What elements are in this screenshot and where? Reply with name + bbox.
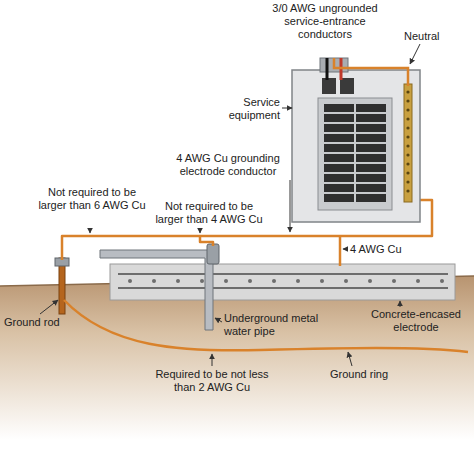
rebar (118, 274, 448, 288)
terminal-screw (406, 171, 409, 174)
branch-breaker (324, 104, 354, 112)
rebar-tie (344, 279, 348, 283)
terminal-screw (406, 108, 409, 111)
rebar-tie (440, 279, 444, 283)
rebar-tie (368, 279, 372, 283)
leader-line (410, 44, 420, 64)
branch-breaker (324, 174, 354, 182)
neutral-bar-screws (406, 90, 409, 192)
terminal-screw (406, 90, 409, 93)
rebar-tie (224, 279, 228, 283)
leader-line (90, 228, 91, 233)
branch-breaker (356, 104, 386, 112)
rebar-tie (152, 279, 156, 283)
branch-breaker (356, 164, 386, 172)
callout-label: Concrete-encased electrode (366, 308, 466, 334)
rebar-tie (320, 279, 324, 283)
leader-line (343, 249, 347, 250)
leader-line (200, 228, 201, 233)
leader-line (212, 354, 213, 366)
branch-breaker (324, 184, 354, 192)
terminal-screw (406, 117, 409, 120)
water-pipe-bond (200, 236, 213, 246)
callout-label: 3/0 AWG ungrounded service-entrance cond… (270, 2, 380, 41)
rebar-tie (416, 279, 420, 283)
rebar-tie (296, 279, 300, 283)
service-panel (292, 70, 420, 222)
terminal-screw (406, 99, 409, 102)
terminal-screw (406, 126, 409, 129)
leader-line (282, 108, 292, 109)
branch-breaker (356, 144, 386, 152)
dead-front (318, 98, 392, 210)
callout-label: Ground ring (330, 368, 410, 381)
callout-label: 4 AWG Cu (350, 243, 420, 256)
leader-line (400, 301, 401, 307)
rebar-bar (118, 273, 448, 275)
branch-breaker (356, 154, 386, 162)
branch-breaker (356, 194, 386, 202)
branch-breakers (324, 104, 386, 202)
callout-label: Underground metal water pipe (224, 312, 320, 338)
callout-label: Ground rod (4, 316, 64, 329)
callout-label: Not required to be larger than 4 AWG Cu (150, 200, 268, 226)
neutral-conductor (334, 58, 408, 86)
terminal-screw (406, 135, 409, 138)
branch-breaker (356, 174, 386, 182)
rebar-tie (176, 279, 180, 283)
branch-breaker (356, 134, 386, 142)
copper-conductors (62, 200, 468, 352)
leader-line (290, 180, 291, 232)
branch-breaker (356, 184, 386, 192)
main-breaker (322, 78, 336, 94)
leader-line (40, 300, 58, 314)
rebar-tie (200, 279, 204, 283)
terminal-screw (406, 162, 409, 165)
rebar-tie (392, 279, 396, 283)
ungrounded-conductor (326, 58, 329, 80)
rebar-tie (248, 279, 252, 283)
callout-label: 4 AWG Cu grounding electrode conductor (168, 152, 288, 178)
branch-breaker (324, 164, 354, 172)
concrete-electrode-bond (339, 236, 342, 266)
leader-line (348, 352, 352, 366)
callout-label: Required to be not less than 2 AWG Cu (148, 368, 276, 394)
terminal-screw (406, 180, 409, 183)
rebar-tie (272, 279, 276, 283)
branch-breaker (356, 114, 386, 122)
water-pipe (100, 250, 213, 330)
concrete-encased-electrode (110, 264, 455, 300)
terminal-screw (406, 144, 409, 147)
soil (0, 276, 474, 440)
callout-label: Service equipment (222, 96, 280, 122)
branch-breaker (324, 134, 354, 142)
terminal-screw (406, 189, 409, 192)
branch-breaker (356, 124, 386, 132)
ground-ring (64, 300, 468, 352)
branch-breaker (324, 154, 354, 162)
branch-breaker (324, 144, 354, 152)
callout-label: Not required to be larger than 6 AWG Cu (36, 186, 148, 212)
pipe-clamp (207, 244, 219, 264)
neutral-bar (404, 84, 412, 202)
branch-breaker (324, 124, 354, 132)
rebar-tie (128, 279, 132, 283)
branch-breaker (324, 194, 354, 202)
leader-line (215, 318, 222, 322)
terminal-screw (406, 153, 409, 156)
rebar-bar (118, 287, 448, 289)
main-breaker (340, 78, 354, 94)
callout-label: Neutral (404, 30, 464, 43)
branch-breaker (324, 114, 354, 122)
